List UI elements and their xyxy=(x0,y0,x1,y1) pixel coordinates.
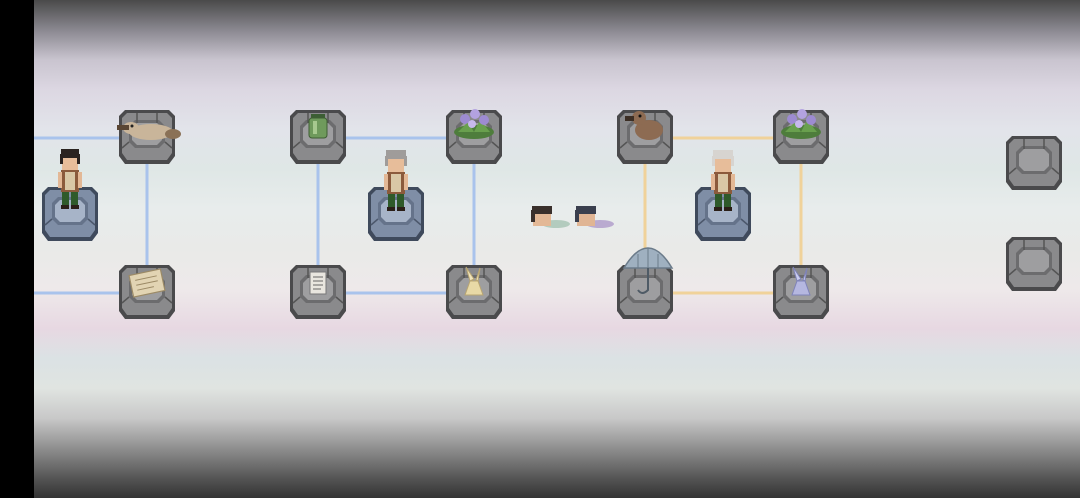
flowers-icon-right[interactable] xyxy=(781,109,821,139)
origami-rabbit-icon-right[interactable] xyxy=(791,266,811,296)
pedestal-character-left[interactable] xyxy=(41,186,99,242)
dark-haired-man[interactable] xyxy=(58,149,82,209)
pedestal-character-right[interactable] xyxy=(694,186,752,242)
game-board xyxy=(34,0,1080,498)
origami-rabbit-icon[interactable] xyxy=(464,266,484,296)
empty-pedestal-bottom[interactable] xyxy=(1005,236,1063,292)
gray-haired-man[interactable] xyxy=(384,150,408,211)
link-lines-right xyxy=(643,136,803,295)
flowers-icon[interactable] xyxy=(454,109,494,139)
pedestal-character-middle[interactable] xyxy=(367,186,425,242)
group-left xyxy=(41,109,181,320)
dark-haired-head-icon[interactable] xyxy=(531,206,570,228)
link-lines-middle xyxy=(316,136,476,295)
blue-haired-head-icon[interactable] xyxy=(575,206,614,228)
left-black-border xyxy=(0,0,34,498)
duck-icon[interactable] xyxy=(625,111,663,140)
white-haired-man[interactable] xyxy=(711,150,735,211)
board-canvas xyxy=(34,109,1063,320)
empty-pedestal-top[interactable] xyxy=(1005,135,1063,191)
platypus-icon[interactable] xyxy=(117,122,181,140)
paper-note-icon[interactable] xyxy=(128,268,166,298)
floating-heads xyxy=(531,206,614,228)
document-icon[interactable] xyxy=(309,271,327,295)
group-middle xyxy=(289,109,503,320)
umbrella-icon[interactable] xyxy=(622,247,674,294)
group-right xyxy=(616,109,830,320)
green-jar-icon[interactable] xyxy=(308,114,328,139)
